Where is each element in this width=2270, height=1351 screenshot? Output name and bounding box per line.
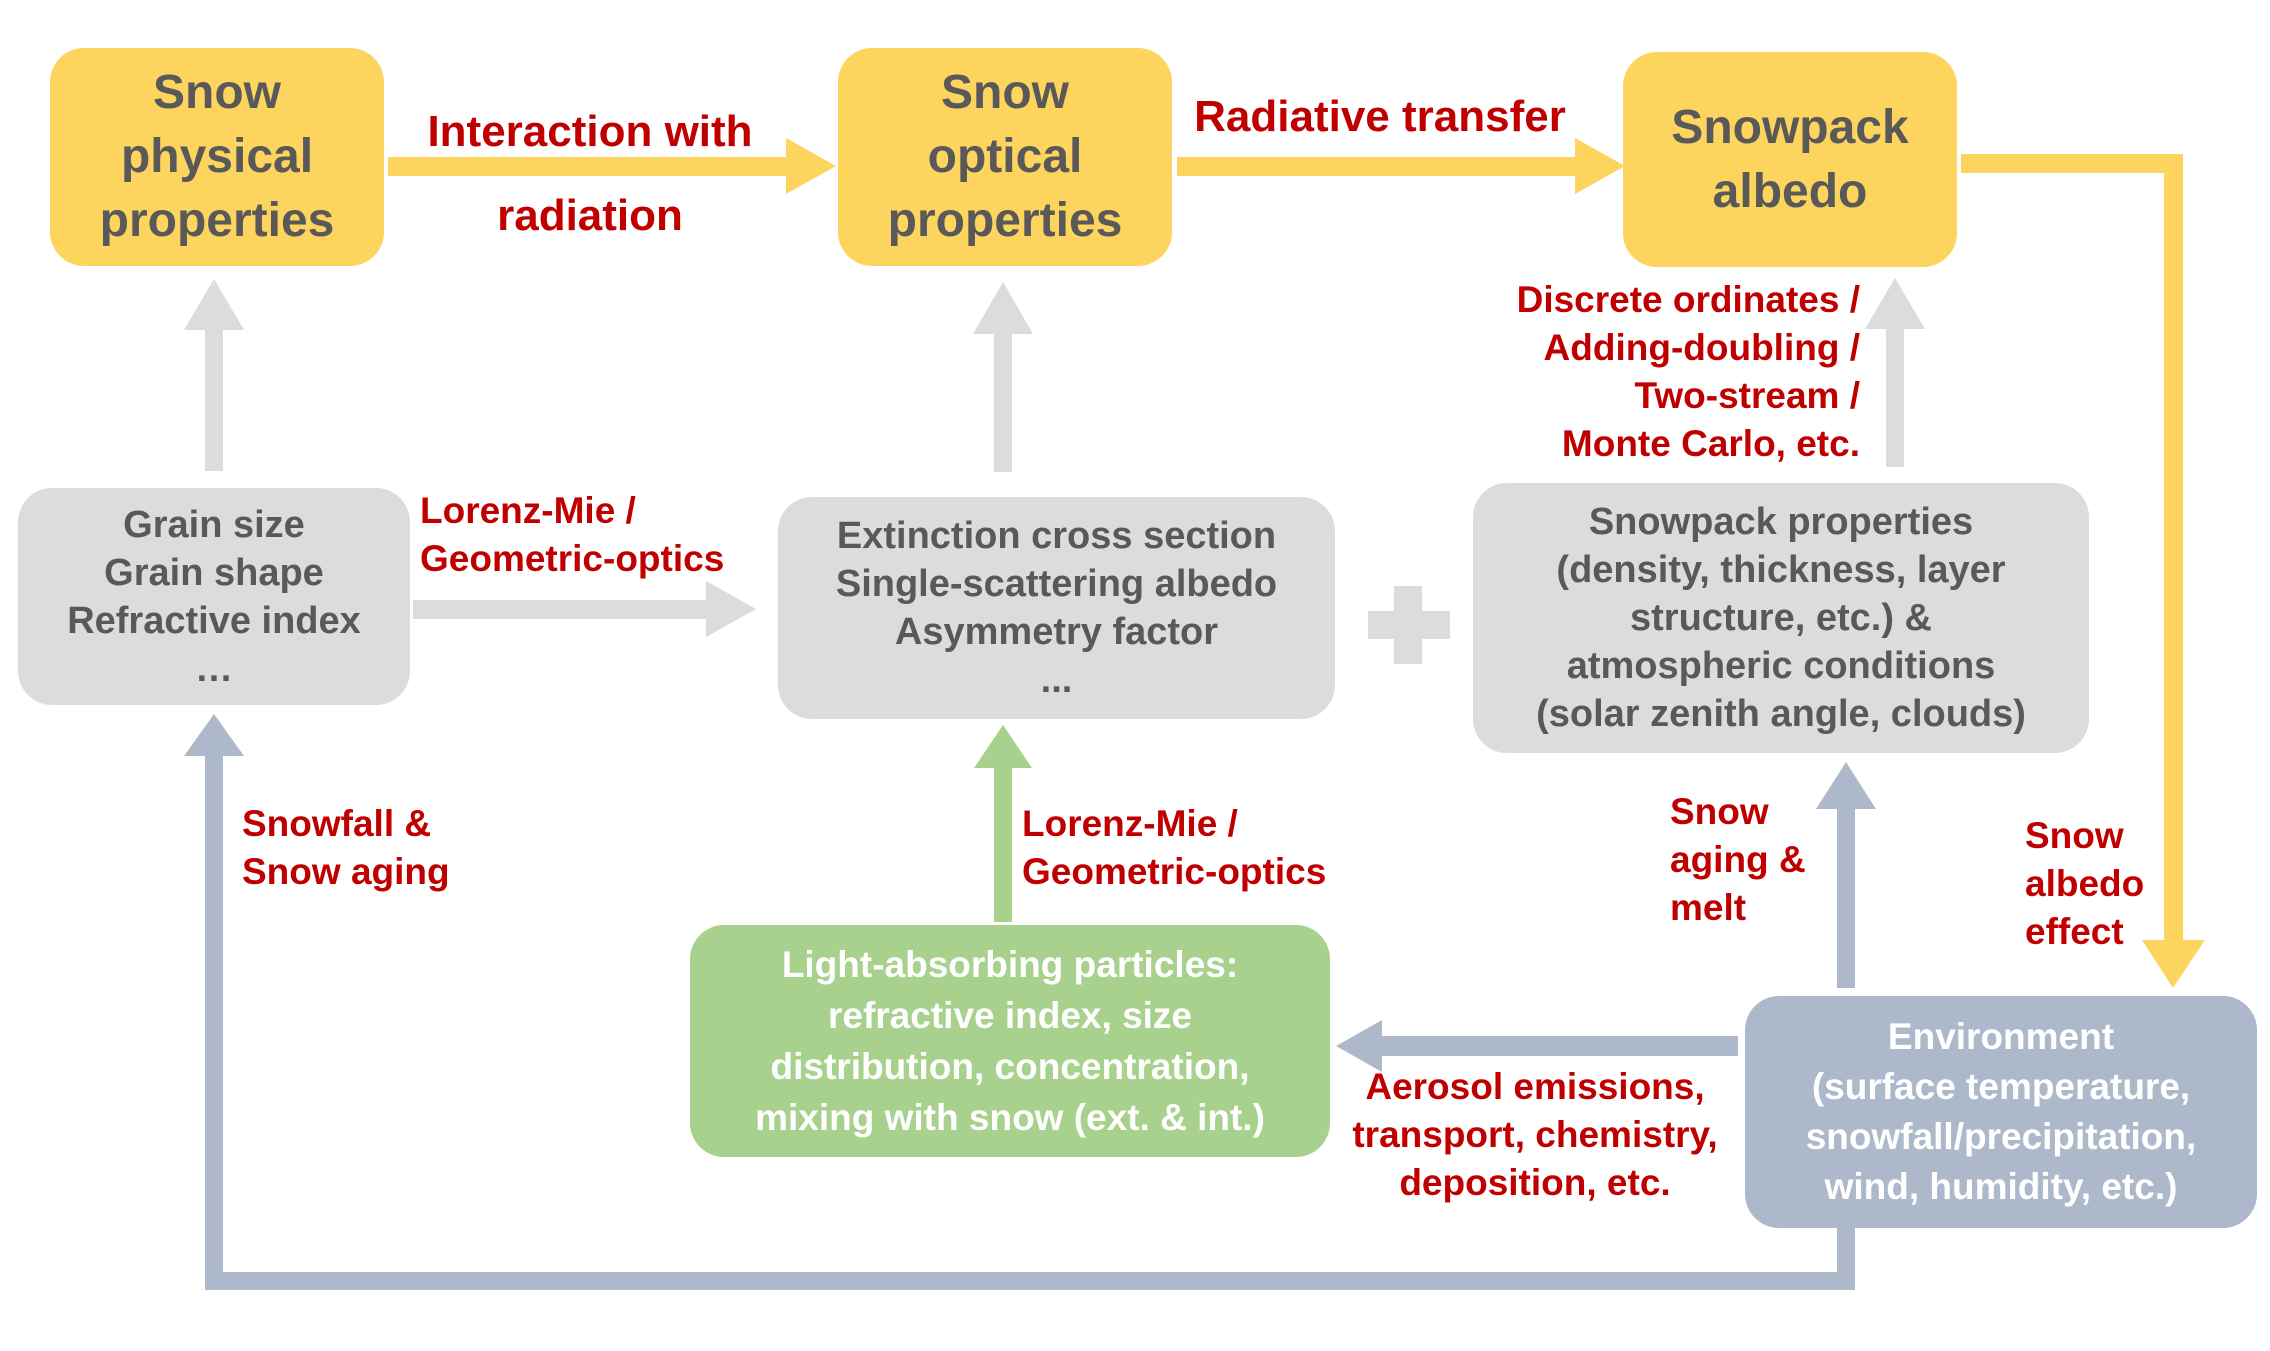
box-snow-physical-properties: Snow physical properties [50,48,384,266]
label-line: Radiative transfer [1194,92,1566,141]
box-line: mixing with snow (ext. & int.) [755,1097,1265,1138]
arrow-environment-to-snowpack [1816,762,1876,988]
box-line: … [195,647,233,690]
label-line: Geometric-optics [1022,851,1327,892]
box-line: properties [99,194,335,247]
box-line: Asymmetry factor [894,611,1219,653]
box-line: Single-scattering albedo [835,563,1278,605]
arrow-lap-to-extinction [974,725,1032,922]
box-line: Refractive index [67,599,361,642]
label-line: Interaction with [427,107,753,156]
label-line: Two-stream / [1634,375,1860,416]
box-line: physical [120,130,314,183]
label-line: Adding-doubling / [1543,327,1860,368]
label-aerosol-processes: Aerosol emissions, transport, chemistry,… [1325,1063,1745,1207]
box-environment: Environment (surface temperature, snowfa… [1745,996,2257,1228]
arrow-environment-to-grain [184,714,1855,1290]
box-snow-optical-properties: Snow optical properties [838,48,1172,266]
arrow-albedo-effect [1961,154,2205,988]
plus-icon: + [1368,586,1450,664]
box-line: Light-absorbing particles: [781,944,1239,985]
box-line: albedo [1712,164,1868,218]
arrow-snowpack-to-albedo [1865,278,1925,467]
label-line: Geometric-optics [420,538,725,579]
label-line: Discrete ordinates / [1516,279,1860,320]
arrow-grain-to-physical [184,279,244,471]
box-grain-properties: Grain size Grain shape Refractive index … [18,488,410,705]
label-line: Snowfall & [242,803,432,844]
box-line: Snowpack [1671,100,1909,154]
box-line: snowfall/precipitation, [1805,1116,2197,1157]
label-rt-methods: Discrete ordinates / Adding-doubling / T… [1430,276,1860,468]
box-line: Grain size [123,503,305,546]
box-line: Extinction cross section [836,515,1277,557]
box-line: Snowpack properties [1588,501,1974,543]
box-line: ... [1040,659,1073,701]
label-line: Snow [2025,815,2124,856]
box-line: Snow [941,66,1069,119]
box-light-absorbing-particles: Light-absorbing particles: refractive in… [690,925,1330,1157]
label-interaction-with-radiation: Interaction with radiation [410,90,770,258]
label-snowfall-snow-aging: Snowfall & Snow aging [242,800,450,896]
label-line: effect [2025,911,2124,952]
box-line: atmospheric conditions [1566,645,1996,687]
box-line: Environment [1887,1016,2115,1057]
box-line: properties [887,194,1123,247]
arrow-physical-to-optical [388,138,836,194]
label-line: Lorenz-Mie / [420,490,636,531]
box-snowpack-properties: Snowpack properties (density, thickness,… [1473,483,2089,753]
box-line: optical [927,130,1083,183]
label-lorenz-mie-top: Lorenz-Mie / Geometric-optics [420,487,724,583]
label-snow-albedo-effect: Snow albedo effect [2025,812,2144,956]
label-lorenz-mie-bottom: Lorenz-Mie / Geometric-optics [1022,800,1326,896]
label-line: aging & [1670,839,1806,880]
label-snow-aging-melt: Snow aging & melt [1670,788,1806,932]
box-line: structure, etc.) & [1630,597,1932,639]
label-line: transport, chemistry, [1352,1114,1718,1155]
label-line: Lorenz-Mie / [1022,803,1238,844]
label-line: Aerosol emissions, [1365,1066,1705,1107]
label-line: albedo [2025,863,2145,904]
box-line: Grain shape [104,551,324,594]
box-line: refractive index, size [827,995,1193,1036]
box-line: (density, thickness, layer [1556,549,2006,591]
label-line: radiation [497,191,683,240]
box-extinction-properties: Extinction cross section Single-scatteri… [778,497,1335,719]
arrow-grain-to-extinction [413,581,756,637]
label-radiative-transfer: Radiative transfer [1185,88,1575,146]
label-line: Snow [1670,791,1769,832]
arrow-environment-to-lap [1336,1020,1738,1072]
box-line: Snow [153,66,281,119]
label-line: deposition, etc. [1399,1162,1671,1203]
label-line: Snow aging [242,851,450,892]
box-line: wind, humidity, etc.) [1824,1166,2178,1207]
box-line: (surface temperature, [1811,1066,2191,1107]
box-snowpack-albedo: Snowpack albedo [1623,52,1957,267]
label-line: Monte Carlo, etc. [1561,423,1860,464]
arrow-optical-to-albedo [1177,138,1625,194]
label-line: melt [1670,887,1747,928]
arrow-extinction-to-optical [973,282,1033,472]
box-line: distribution, concentration, [770,1046,1250,1087]
box-line: (solar zenith angle, clouds) [1536,693,2026,735]
